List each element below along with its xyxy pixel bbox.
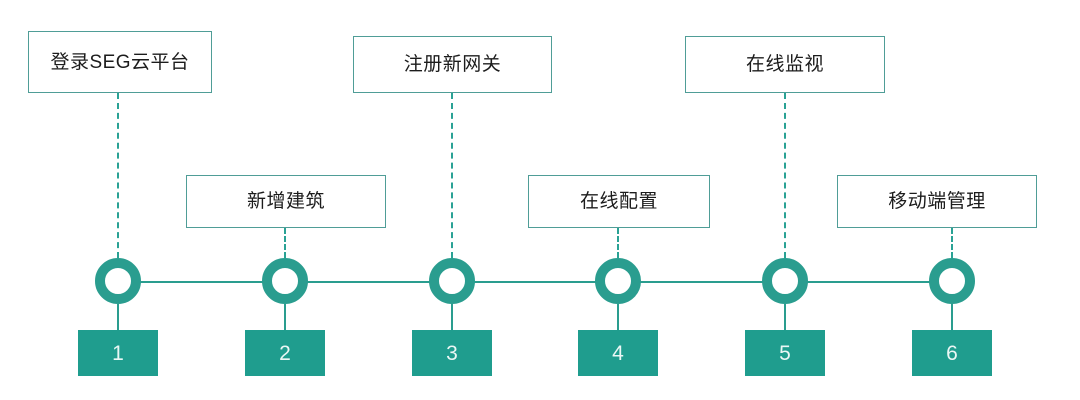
step-label-text: 新增建筑	[246, 191, 325, 212]
step-label-text: 在线监视	[745, 54, 824, 75]
step-number-text: 1	[112, 341, 124, 365]
dashed-connector-1	[116, 93, 119, 258]
dashed-connector-4	[616, 228, 619, 258]
dashed-connector-2	[283, 228, 286, 258]
marker-stem-5	[783, 304, 786, 330]
step-label-box-2[interactable]: 新增建筑	[186, 175, 386, 228]
timeline-marker-4[interactable]	[595, 258, 641, 304]
timeline-marker-3[interactable]	[429, 258, 475, 304]
step-label-text: 移动端管理	[888, 191, 986, 212]
step-number-text: 4	[612, 341, 624, 365]
dashed-connector-3	[450, 93, 453, 258]
marker-stem-2	[283, 304, 286, 330]
step-number-text: 5	[779, 341, 791, 365]
step-label-text: 登录SEG云平台	[50, 51, 190, 73]
step-number-chip-1[interactable]: 1	[78, 330, 158, 376]
timeline-axis	[118, 281, 952, 283]
step-label-box-5[interactable]: 在线监视	[685, 36, 885, 93]
step-label-text: 注册新网关	[403, 54, 502, 75]
step-number-chip-2[interactable]: 2	[245, 330, 325, 376]
step-number-chip-3[interactable]: 3	[412, 330, 492, 376]
timeline-marker-5[interactable]	[762, 258, 808, 304]
step-label-box-4[interactable]: 在线配置	[528, 175, 710, 228]
step-number-chip-4[interactable]: 4	[578, 330, 658, 376]
timeline-marker-1[interactable]	[95, 258, 141, 304]
step-number-text: 2	[279, 341, 291, 365]
timeline-marker-6[interactable]	[929, 258, 975, 304]
step-label-box-1[interactable]: 登录SEG云平台	[28, 31, 212, 93]
step-label-text: 在线配置	[579, 191, 658, 212]
step-number-chip-5[interactable]: 5	[745, 330, 825, 376]
marker-stem-6	[950, 304, 953, 330]
step-number-chip-6[interactable]: 6	[912, 330, 992, 376]
dashed-connector-6	[950, 228, 953, 258]
step-label-box-6[interactable]: 移动端管理	[837, 175, 1037, 228]
step-number-text: 6	[946, 341, 958, 365]
step-label-box-3[interactable]: 注册新网关	[353, 36, 552, 93]
marker-stem-4	[616, 304, 619, 330]
dashed-connector-5	[783, 93, 786, 258]
marker-stem-1	[116, 304, 119, 330]
marker-stem-3	[450, 304, 453, 330]
step-number-text: 3	[446, 341, 458, 365]
timeline-marker-2[interactable]	[262, 258, 308, 304]
